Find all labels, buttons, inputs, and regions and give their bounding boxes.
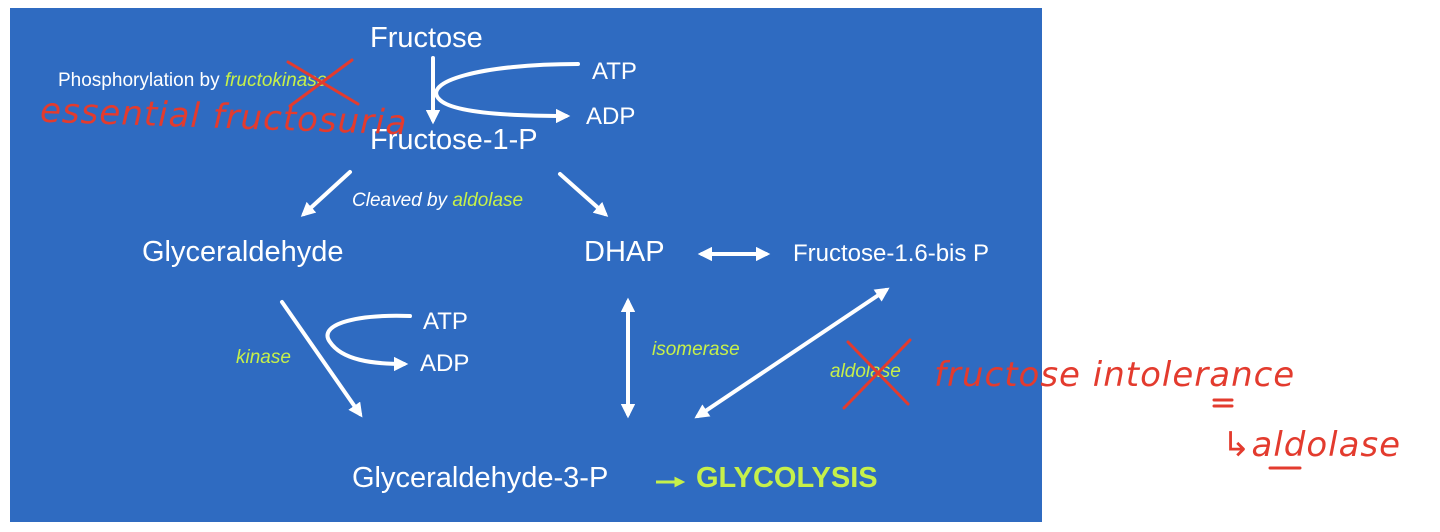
arrow-atp-adp-top [434,62,580,124]
pathway-panel [10,8,1042,522]
arrow-f1p-to-glyceraldehyde [300,170,352,217]
node-dhap: DHAP [584,236,665,268]
node-glyceraldehyde: Glyceraldehyde [142,236,344,268]
atp-label-top: ATP [592,58,637,85]
note-underline-marks [1212,398,1234,408]
cleavage-step-label: Cleaved by aldolase [352,191,523,210]
atp-label-mid: ATP [423,308,468,335]
fructokinase-enzyme: fructokinase [224,70,328,91]
fructose-intolerance-note: fructose intolerance [934,355,1296,395]
node-glyceraldehyde-3-p: Glyceraldehyde-3-P [352,462,609,494]
arrow-atp-adp-mid [325,313,412,372]
glycolysis-label: GLYCOLYSIS [696,462,878,494]
arrow-glyceraldehyde-to-g3p [280,300,363,418]
adp-label-top: ADP [586,103,636,130]
cleaved-prefix: Cleaved by [352,190,453,211]
aldolase-enzyme-cleavage: aldolase [452,190,524,211]
node-fructose-1-6-bisp: Fructose-1.6-bis P [793,240,990,267]
arrow-f1p-to-dhap [558,172,609,217]
kinase-enzyme: kinase [236,347,291,368]
arrow-g3p-f16bp [694,287,890,419]
aldolase-deficiency-note: ↳aldolase [1222,425,1402,465]
adp-label-mid: ADP [420,350,470,377]
node-fructose: Fructose [370,22,483,54]
phosphorylation-prefix: Phosphorylation by [58,70,225,91]
node-fructose-1-p: Fructose-1-P [370,124,538,156]
strike-aldolase [842,338,912,410]
strike-fructokinase [286,58,360,108]
phosphorylation-step-label: Phosphorylation by fructokinase [58,71,327,90]
